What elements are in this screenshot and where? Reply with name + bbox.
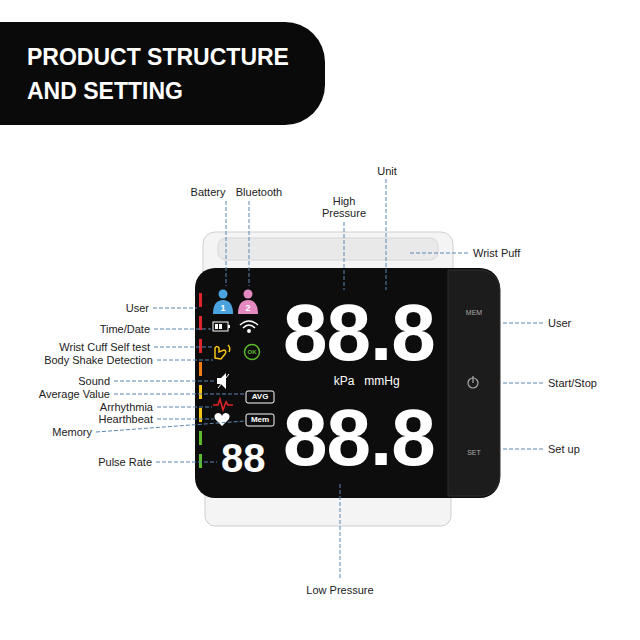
leader-line	[344, 222, 345, 290]
leader-line	[503, 323, 544, 324]
callout-label: Battery	[191, 187, 226, 198]
leader-line	[157, 419, 214, 420]
level-bar	[199, 431, 202, 445]
power-button	[472, 376, 473, 383]
leader-line	[386, 179, 387, 290]
leader-line	[410, 253, 468, 254]
shake-icon	[215, 345, 230, 359]
avg-text: AVG	[252, 393, 269, 401]
arrhythmia-icon	[213, 399, 233, 410]
leader-line	[154, 329, 211, 330]
leader-line	[114, 381, 215, 382]
battery-icon	[219, 324, 222, 329]
button-text: MEM	[466, 309, 482, 316]
callout-label: Unit	[377, 166, 397, 177]
leader-lines	[96, 179, 544, 580]
leader-line	[153, 308, 197, 309]
level-bar	[199, 385, 202, 399]
callout-label: Body Shake Detection	[44, 355, 153, 366]
callout-label: Set up	[548, 444, 580, 455]
title: PRODUCT STRUCTURE AND SETTING	[27, 40, 317, 108]
level-bar	[199, 293, 202, 307]
callout-label: User	[548, 318, 571, 329]
self-test-icon	[245, 345, 260, 360]
battery-icon	[228, 325, 230, 328]
leader-line	[226, 201, 227, 286]
button-panel	[448, 270, 500, 496]
callout-label: Pulse Rate	[98, 457, 152, 468]
leader-line	[114, 394, 245, 395]
user-icon	[244, 290, 253, 299]
display-digits: 88.8	[283, 398, 435, 478]
callout-label: Time/Date	[100, 324, 150, 335]
pulse-digits: 88	[221, 438, 266, 478]
leader-line	[156, 462, 217, 463]
user-number: 1	[220, 304, 225, 313]
mem-text: Mem	[251, 416, 269, 424]
battery-icon	[213, 322, 228, 331]
callout-label: Average Value	[39, 389, 110, 400]
callout-label: Memory	[52, 427, 92, 438]
sound-icon	[218, 374, 229, 388]
leader-line	[503, 383, 544, 384]
leader-line	[154, 347, 213, 348]
callout-label: Wrist Cuff Self test	[59, 342, 150, 353]
leader-line	[157, 407, 212, 408]
callout-label: Low Pressure	[306, 585, 373, 596]
device-body	[195, 268, 500, 498]
strap-loop	[218, 238, 438, 260]
self-test-text: OK	[248, 349, 257, 355]
user-icon	[238, 300, 258, 314]
level-bar	[199, 408, 202, 422]
leader-line	[157, 360, 213, 361]
sound-icon	[217, 373, 226, 389]
callout-label: Sound	[78, 376, 110, 387]
battery-icon	[215, 324, 218, 329]
callout-label: Hearthbeat	[99, 414, 153, 425]
level-bar	[199, 362, 202, 376]
level-bar	[199, 454, 202, 468]
user-icon	[213, 300, 233, 314]
display-digits: 88.8	[283, 293, 435, 373]
callout-label: Start/Stop	[548, 378, 597, 389]
user-icon	[219, 290, 228, 299]
avg-frame	[246, 391, 274, 403]
callout-label: Bluetooth	[236, 187, 282, 198]
callout-label: Wrist Puff	[473, 248, 520, 259]
button-text: SET	[467, 449, 481, 456]
callout-label: User	[126, 303, 149, 314]
callout-label: Arrhythmia	[100, 402, 153, 413]
leader-line	[340, 484, 341, 580]
level-bar	[199, 316, 202, 330]
title-banner	[0, 22, 325, 125]
leader-line	[249, 201, 250, 286]
level-bar	[199, 339, 202, 353]
user-number: 2	[245, 304, 250, 313]
mem-frame	[246, 414, 274, 426]
leader-line	[503, 449, 544, 450]
heartbeat-icon	[214, 413, 229, 426]
callout-label: High Pressure	[315, 196, 373, 219]
unit-text: mmHg	[364, 375, 399, 387]
unit-text: kPa	[334, 375, 355, 387]
bluetooth-icon	[240, 321, 258, 332]
